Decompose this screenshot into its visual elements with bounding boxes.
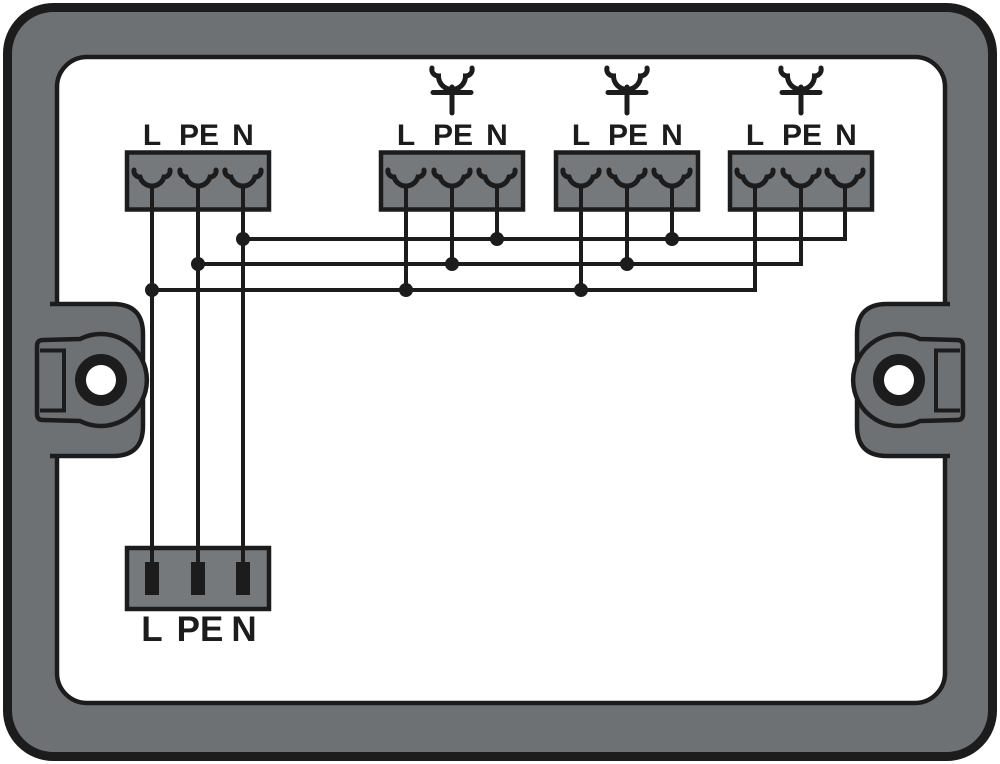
label-feed-l: L xyxy=(141,610,162,649)
label-feed-pe: PE xyxy=(177,610,224,649)
screw-hole-left xyxy=(86,365,116,395)
junction-dot-pe2 xyxy=(445,257,459,271)
label-feed-n: N xyxy=(231,610,256,649)
wire-net-l xyxy=(150,184,757,578)
labels: L PE N L PE N L PE N L PE N L PE N xyxy=(141,119,857,649)
label-block4-l: L xyxy=(746,119,764,152)
label-block3-pe: PE xyxy=(608,119,648,152)
junction-dot-n2 xyxy=(490,232,504,246)
label-block1-pe: PE xyxy=(179,119,219,152)
junction-dot-n1 xyxy=(236,232,250,246)
junction-dot-l1 xyxy=(145,283,159,297)
junction-dot-pe1 xyxy=(191,257,205,271)
label-block4-pe: PE xyxy=(782,119,822,152)
label-block3-n: N xyxy=(661,119,683,152)
label-block4-n: N xyxy=(835,119,857,152)
feed-pin-n xyxy=(236,562,250,595)
mounting-tab-right-bracket xyxy=(934,348,960,413)
mounting-tab-left xyxy=(34,331,150,429)
feed-pin-pe xyxy=(191,562,205,595)
label-block1-n: N xyxy=(232,119,254,152)
feed-pins xyxy=(145,562,250,595)
mounting-tab-left-bracket xyxy=(40,348,66,413)
label-block2-n: N xyxy=(486,119,508,152)
feed-pin-l xyxy=(145,562,159,595)
screw-hole-right xyxy=(884,365,914,395)
junction-dot-l2 xyxy=(399,283,413,297)
junction-dot-l3 xyxy=(574,283,588,297)
wire-net-n xyxy=(241,184,847,578)
label-block1-l: L xyxy=(143,119,161,152)
label-block3-l: L xyxy=(572,119,590,152)
label-block2-l: L xyxy=(397,119,415,152)
junction-dot-n3 xyxy=(665,232,679,246)
mounting-tab-right xyxy=(850,331,966,429)
wiring xyxy=(150,184,847,578)
wire-net-pe xyxy=(196,184,803,578)
label-block2-pe: PE xyxy=(433,119,473,152)
junction-dot-pe3 xyxy=(620,257,634,271)
